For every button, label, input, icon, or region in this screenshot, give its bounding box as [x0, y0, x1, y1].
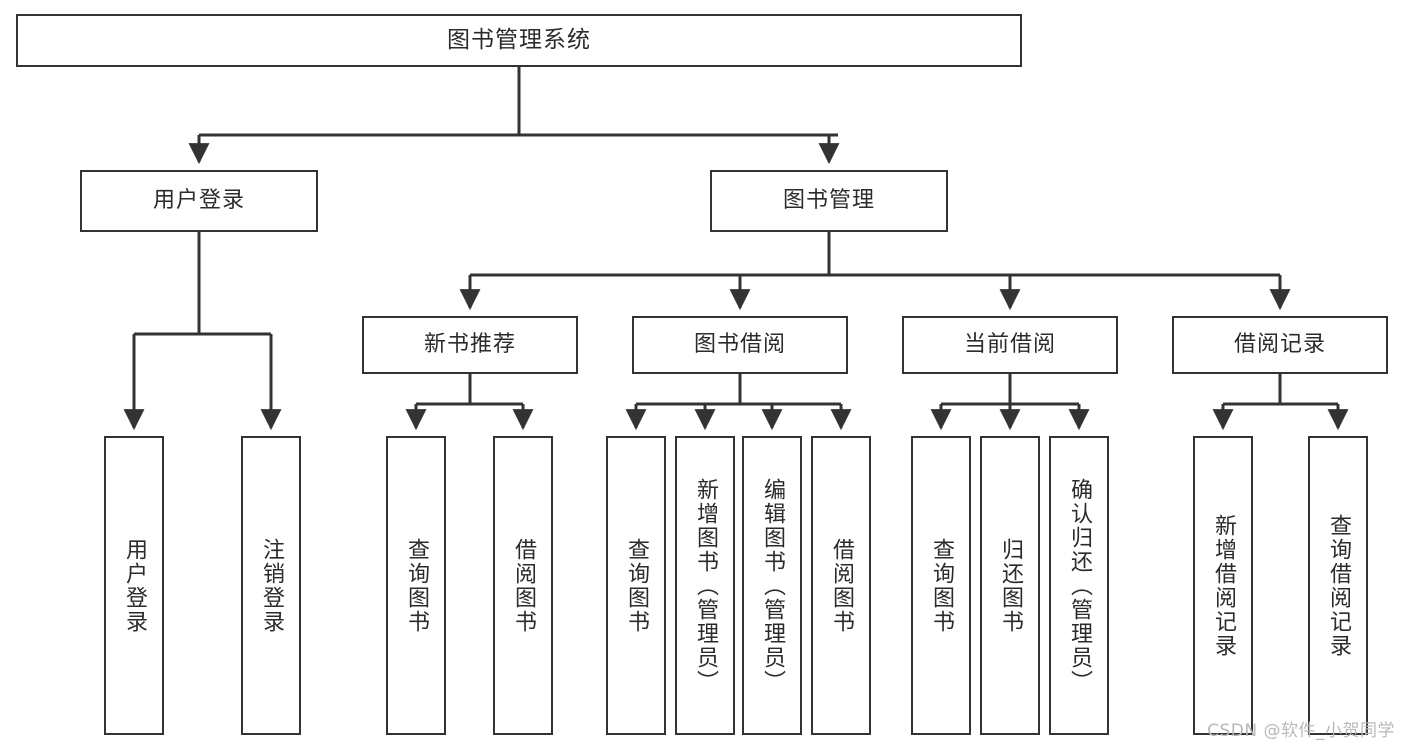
csdn-watermark: CSDN @软件_小贺同学 — [1207, 721, 1395, 741]
node-label: 当前借阅 — [963, 332, 1056, 358]
node-label: 借阅图书 — [510, 537, 536, 634]
node-book-borrow[interactable]: 图书借阅 — [632, 316, 848, 374]
node-label: 确认归还（管理员） — [1066, 477, 1092, 694]
node-label: 图书管理系统 — [447, 27, 591, 54]
leaf-borrow-borrow-book[interactable]: 借阅图书 — [811, 436, 871, 735]
leaf-recommend-query-book[interactable]: 查询图书 — [386, 436, 446, 735]
node-label: 新书推荐 — [423, 332, 516, 358]
node-label: 编辑图书（管理员） — [759, 477, 785, 694]
node-label: 查询图书 — [403, 537, 429, 634]
node-borrow-record[interactable]: 借阅记录 — [1172, 316, 1388, 374]
leaf-recommend-borrow-book[interactable]: 借阅图书 — [493, 436, 553, 735]
node-current-borrow[interactable]: 当前借阅 — [902, 316, 1118, 374]
node-label: 查询图书 — [623, 537, 649, 634]
node-label: 归还图书 — [997, 537, 1023, 634]
leaf-current-return-book[interactable]: 归还图书 — [980, 436, 1040, 735]
node-label: 注销登录 — [258, 537, 284, 634]
leaf-record-query-record[interactable]: 查询借阅记录 — [1308, 436, 1368, 735]
node-label: 用户登录 — [121, 537, 147, 634]
leaf-borrow-query-book[interactable]: 查询图书 — [606, 436, 666, 735]
node-label: 新增图书（管理员） — [692, 477, 718, 694]
leaf-user-login-logout[interactable]: 注销登录 — [241, 436, 301, 735]
node-label: 新增借阅记录 — [1210, 513, 1236, 658]
node-user-login[interactable]: 用户登录 — [80, 170, 318, 232]
node-label: 借阅图书 — [828, 537, 854, 634]
leaf-borrow-edit-book-admin[interactable]: 编辑图书（管理员） — [742, 436, 802, 735]
node-label: 用户登录 — [152, 188, 245, 214]
node-label: 借阅记录 — [1233, 332, 1326, 358]
leaf-current-query-book[interactable]: 查询图书 — [911, 436, 971, 735]
node-root-system[interactable]: 图书管理系统 — [16, 14, 1022, 67]
node-new-book-recommend[interactable]: 新书推荐 — [362, 316, 578, 374]
node-label: 图书借阅 — [693, 332, 786, 358]
node-label: 查询借阅记录 — [1325, 513, 1351, 658]
node-label: 图书管理 — [782, 188, 875, 214]
leaf-user-login-login[interactable]: 用户登录 — [104, 436, 164, 735]
node-book-management[interactable]: 图书管理 — [710, 170, 948, 232]
leaf-current-confirm-return-admin[interactable]: 确认归还（管理员） — [1049, 436, 1109, 735]
leaf-borrow-add-book-admin[interactable]: 新增图书（管理员） — [675, 436, 735, 735]
node-label: 查询图书 — [928, 537, 954, 634]
leaf-record-add-record[interactable]: 新增借阅记录 — [1193, 436, 1253, 735]
